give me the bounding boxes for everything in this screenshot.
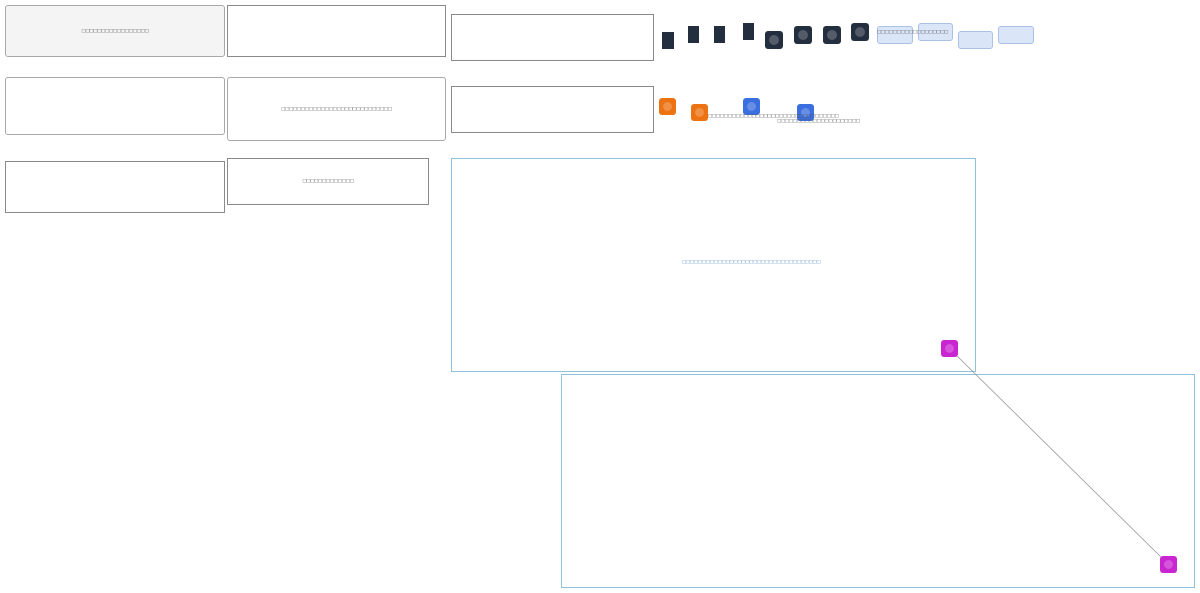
diagram-box-2[interactable] bbox=[227, 5, 446, 57]
network-icon[interactable] bbox=[797, 104, 814, 121]
diagram-box-6[interactable]: □□□□□□□□□□□□□ bbox=[227, 158, 429, 205]
resource-pill[interactable] bbox=[958, 31, 993, 49]
integration-icon[interactable] bbox=[1160, 556, 1177, 573]
diagram-box-8[interactable] bbox=[451, 86, 654, 133]
network-icon[interactable] bbox=[743, 98, 760, 115]
box-label: □□□□□□□□□□□□□ bbox=[302, 179, 354, 184]
resource-pill[interactable] bbox=[918, 23, 953, 41]
server-icon[interactable] bbox=[743, 23, 754, 40]
diagram-box-5[interactable] bbox=[5, 161, 225, 213]
compute-icon[interactable] bbox=[691, 104, 708, 121]
group-container-2[interactable] bbox=[561, 374, 1195, 588]
server-icon[interactable] bbox=[662, 32, 674, 49]
diagram-box-3[interactable] bbox=[5, 77, 225, 135]
integration-icon[interactable] bbox=[941, 340, 958, 357]
resource-pill[interactable] bbox=[877, 26, 913, 44]
box-label: □□□□□□□□□□□□□□□□□□□□□□□□□□□□ bbox=[281, 106, 392, 112]
service-icon[interactable] bbox=[765, 31, 783, 49]
resource-pill[interactable] bbox=[998, 26, 1034, 44]
box-label: □□□□□□□□□□□□□□□□□ bbox=[81, 28, 149, 34]
group-container-1[interactable]: □□□□□□□□□□□□□□□□□□□□□□□□□□□□□□□□□□□ bbox=[451, 158, 976, 372]
group-title: □□□□□□□□□□□□□□□□□□□□□□□□□□□□□□□□□□□ bbox=[682, 260, 821, 265]
compute-icon[interactable] bbox=[659, 98, 676, 115]
service-icon[interactable] bbox=[823, 26, 841, 44]
mid-label-2: □□□□□□□□□□□□□□□□□□□□□ bbox=[777, 119, 860, 124]
top-right-label: □□□□□□□□□□□□□□□□□□ bbox=[877, 30, 949, 35]
service-icon[interactable] bbox=[794, 26, 812, 44]
server-icon[interactable] bbox=[688, 26, 699, 43]
diagram-box-1[interactable]: □□□□□□□□□□□□□□□□□ bbox=[5, 5, 225, 57]
server-icon[interactable] bbox=[714, 26, 725, 43]
diagram-box-4[interactable]: □□□□□□□□□□□□□□□□□□□□□□□□□□□□ bbox=[227, 77, 446, 141]
diagram-box-7[interactable] bbox=[451, 14, 654, 61]
mid-label-1: □□□□□□□□□□□□□□□□□□□□□□□□□□□□□□□□□ bbox=[708, 114, 839, 119]
service-icon[interactable] bbox=[851, 23, 869, 41]
